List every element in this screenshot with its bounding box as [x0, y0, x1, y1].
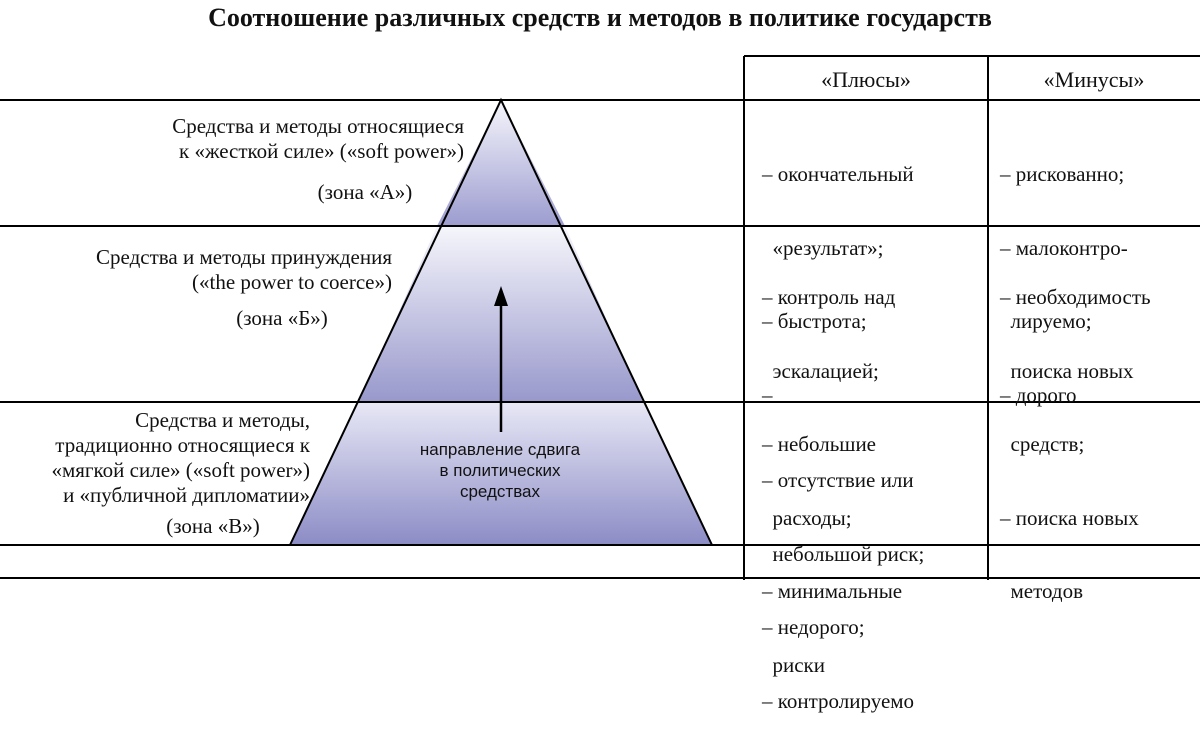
page-title: Соотношение различных средств и методов … — [208, 3, 992, 32]
pyramid-band-c — [290, 402, 712, 545]
shift-direction-label: направление сдвига в политических средст… — [419, 440, 581, 501]
zone-c-label: Средства и методы, традиционно относящие… — [51, 408, 310, 507]
zone-a-name: (зона «А») — [317, 180, 413, 204]
header-minus: «Минусы» — [1043, 67, 1145, 92]
zone-b-name: (зона «Б») — [236, 306, 328, 330]
zone-a-minus: – рискованно; – малоконтро- лируемо; – д… — [1000, 162, 1128, 407]
zone-b-minus: – необходимость поиска новых средств; – … — [1000, 285, 1151, 603]
shift-arrow-head — [494, 286, 508, 306]
header-plus: «Плюсы» — [821, 67, 911, 92]
pyramid-band-a — [437, 100, 565, 226]
zone-a-plus: – окончательный «результат»; – быстрота;… — [762, 162, 914, 407]
zone-a-label: Средства и методы относящиеся к «жесткой… — [172, 114, 464, 163]
zone-c-plus: – отсутствие или небольшой риск; – недор… — [762, 468, 925, 713]
pyramid-diagram — [0, 55, 1200, 580]
zone-c-name: (зона «В») — [166, 514, 260, 538]
zone-b-label: Средства и методы принуждения («the powe… — [96, 245, 392, 294]
